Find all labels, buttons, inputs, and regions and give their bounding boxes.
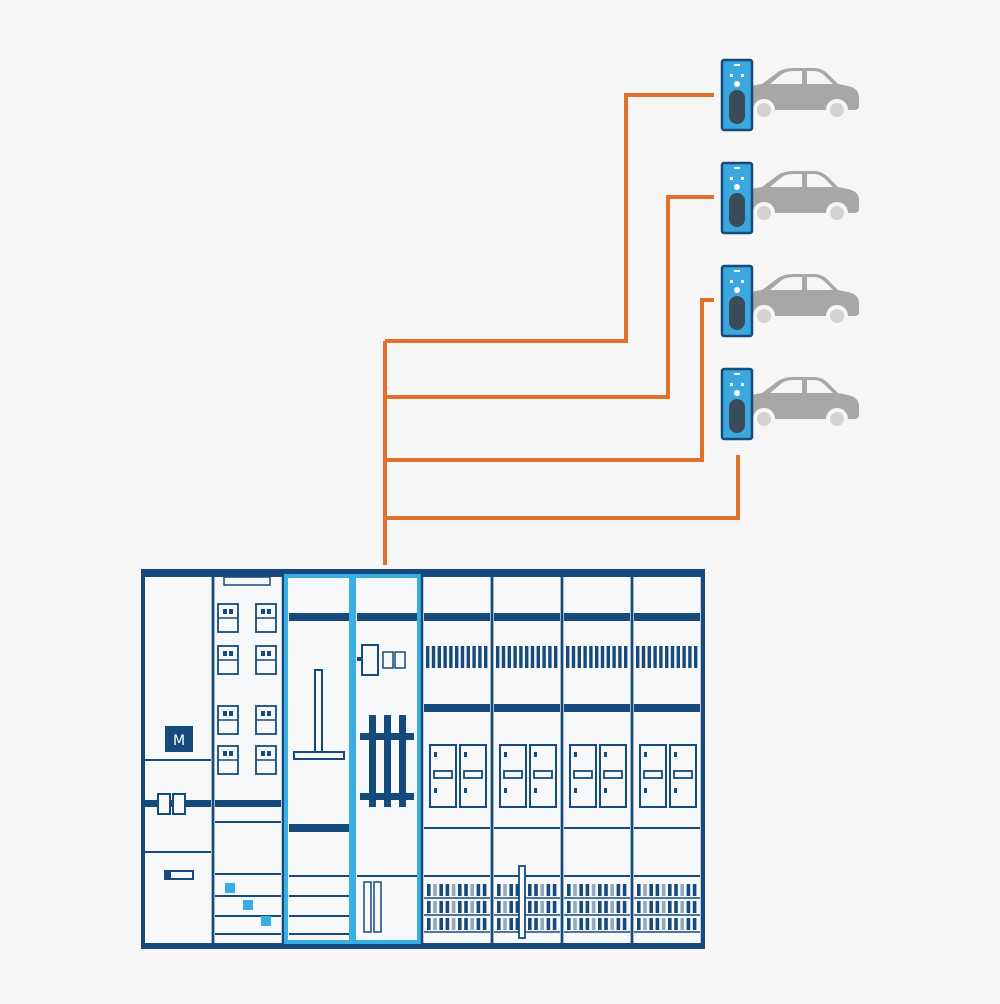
cable-to-charger-1 bbox=[385, 93, 714, 343]
section-meter: M bbox=[141, 569, 215, 949]
switch-unit-icon bbox=[599, 744, 627, 808]
car-icon bbox=[742, 274, 859, 327]
switch-unit-icon bbox=[669, 744, 697, 808]
switch-unit-icon bbox=[459, 744, 487, 808]
switch-unit-icon bbox=[569, 744, 597, 808]
charger-connector bbox=[729, 296, 745, 330]
feeder-section-4 bbox=[630, 569, 704, 949]
switchgear-cabinet-icon: M bbox=[141, 569, 705, 949]
section-highlighted-2 bbox=[352, 574, 421, 944]
feeder-sections bbox=[420, 569, 704, 949]
wheel-icon bbox=[826, 408, 848, 430]
charging-station-3 bbox=[720, 264, 859, 338]
car-body bbox=[742, 377, 859, 419]
switch-unit-icon bbox=[429, 744, 457, 808]
breaker-icon bbox=[217, 745, 239, 775]
meter-label: M bbox=[173, 733, 185, 749]
power-cables bbox=[383, 93, 740, 565]
breaker-icon bbox=[255, 705, 277, 735]
wheel-icon bbox=[753, 99, 775, 121]
feeder-section-3 bbox=[560, 569, 634, 949]
breaker-icon bbox=[217, 705, 239, 735]
car-body bbox=[742, 274, 859, 316]
ev-charger-icon bbox=[720, 367, 754, 441]
wheel-icon bbox=[826, 305, 848, 327]
breaker-icon bbox=[255, 645, 277, 675]
switch-unit-icon bbox=[529, 744, 557, 808]
wheel-icon bbox=[826, 99, 848, 121]
switch-unit-icon bbox=[499, 744, 527, 808]
wheel-icon bbox=[826, 202, 848, 224]
breaker-icon bbox=[255, 603, 277, 633]
section-highlighted-1 bbox=[284, 574, 353, 944]
car-body bbox=[742, 171, 859, 213]
charger-connector bbox=[729, 193, 745, 227]
breaker-icon bbox=[255, 745, 277, 775]
wheel-icon bbox=[753, 305, 775, 327]
meter-box bbox=[165, 726, 193, 752]
cable-to-charger-2 bbox=[385, 195, 714, 399]
car-body bbox=[742, 68, 859, 110]
car-icon bbox=[742, 171, 859, 224]
ev-charger-icon bbox=[720, 58, 754, 132]
charger-connector bbox=[729, 90, 745, 124]
section-breakers bbox=[211, 569, 285, 949]
wheel-icon bbox=[753, 202, 775, 224]
breaker-icon bbox=[217, 645, 239, 675]
cable-to-charger-4 bbox=[385, 455, 740, 520]
charging-station-4 bbox=[720, 367, 859, 441]
charging-station-2 bbox=[720, 161, 859, 235]
ev-charger-icon bbox=[720, 264, 754, 338]
car-icon bbox=[742, 68, 859, 121]
charger-connector bbox=[729, 399, 745, 433]
feeder-section-2 bbox=[490, 569, 564, 949]
ev-charger-icon bbox=[720, 161, 754, 235]
wheel-icon bbox=[753, 408, 775, 430]
breaker-icon bbox=[217, 603, 239, 633]
vertical-connector bbox=[518, 865, 526, 939]
switch-unit-icon bbox=[639, 744, 667, 808]
cable-to-charger-3 bbox=[385, 298, 714, 462]
car-icon bbox=[742, 377, 859, 430]
charging-station-1 bbox=[720, 58, 859, 132]
